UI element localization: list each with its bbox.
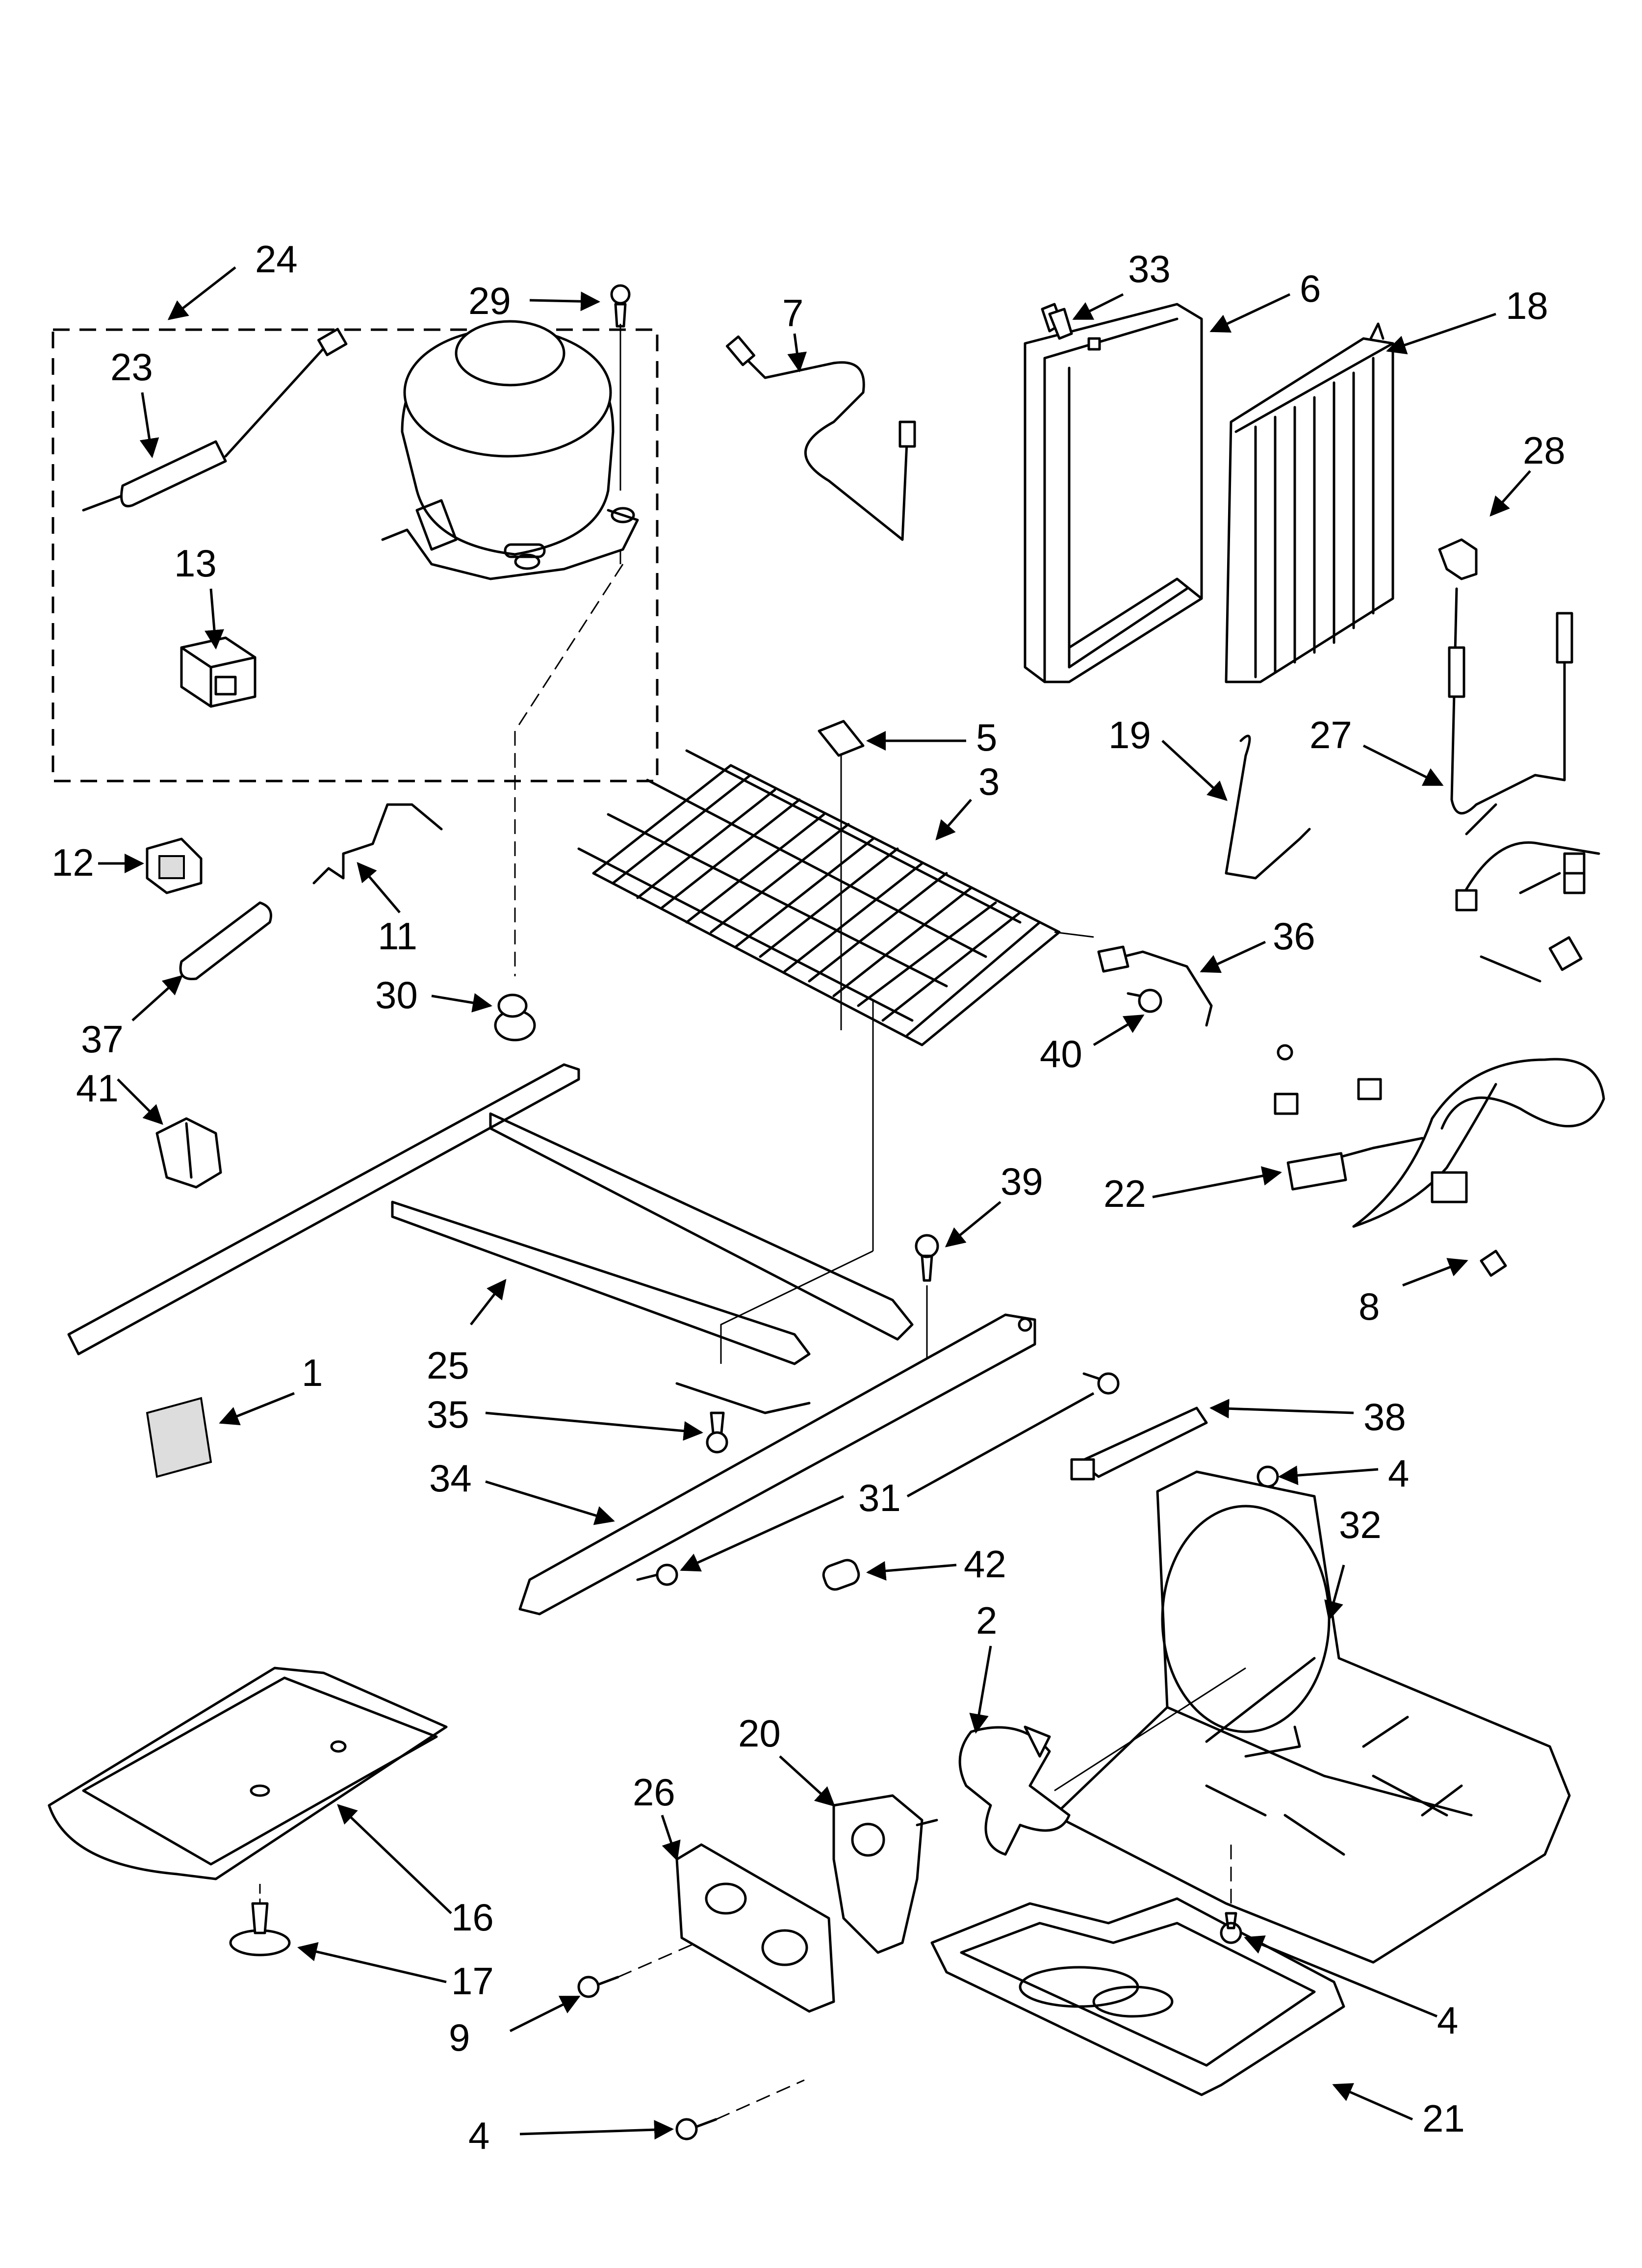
callout-34: 34: [429, 1457, 472, 1500]
callout-24: 24: [255, 237, 298, 281]
callout-19: 19: [1108, 713, 1151, 756]
callout-12: 12: [51, 841, 94, 884]
callout-2: 2: [976, 1599, 997, 1642]
callout-6: 6: [1300, 267, 1321, 310]
callout-27: 27: [1309, 713, 1352, 756]
callout-30: 30: [375, 973, 418, 1017]
callout-7: 7: [782, 291, 803, 335]
callout-31: 31: [858, 1476, 901, 1519]
callout-28: 28: [1523, 429, 1565, 472]
callout-4-right: 4: [1437, 1999, 1458, 2042]
callout-26: 26: [633, 1771, 675, 1814]
screw-29: [610, 284, 631, 328]
callout-18: 18: [1506, 284, 1548, 327]
callout-36: 36: [1273, 914, 1315, 958]
callout-17: 17: [451, 1959, 494, 2003]
fan-blade-2: [958, 1725, 1071, 1856]
callout-29: 29: [468, 279, 511, 322]
bracket-41: [155, 1117, 222, 1189]
evaporator-3: [577, 749, 1094, 1046]
clip-5: [818, 720, 865, 1030]
strip-34: [518, 1313, 1036, 1616]
fan-housing-32: [1053, 1470, 1571, 1964]
callout-21: 21: [1422, 2097, 1465, 2140]
tube-37: [179, 901, 272, 981]
callout-11: 11: [378, 914, 417, 958]
callout-33: 33: [1128, 247, 1171, 290]
foot-17: [229, 1884, 291, 1956]
base-rails-25: [67, 1001, 914, 1414]
callout-32: 32: [1339, 1503, 1382, 1546]
bracket-36: [1097, 945, 1213, 1027]
leader-arrows: [98, 266, 1531, 2140]
callout-41: 41: [76, 1067, 119, 1110]
callout-16: 16: [451, 1896, 494, 1939]
condenser-18: [1225, 322, 1394, 683]
callout-5: 5: [976, 716, 997, 759]
label-1: [146, 1397, 212, 1478]
screw-4-lower: [675, 2079, 805, 2140]
grommet-30: [494, 993, 536, 1042]
callout-9: 9: [449, 2016, 470, 2059]
compressor: [381, 320, 639, 580]
screw-4-right: [1220, 1845, 1242, 1944]
callout-35: 35: [427, 1393, 469, 1436]
callout-39: 39: [1001, 1160, 1043, 1203]
callout-20: 20: [738, 1712, 781, 1755]
callout-23: 23: [110, 345, 153, 389]
drier-27: [1448, 587, 1573, 815]
cap-12: [146, 837, 203, 894]
bracket-26: [675, 1843, 835, 2013]
screw-35: [706, 1411, 728, 1454]
relay-13: [180, 636, 257, 708]
screw-31-a: [636, 1564, 678, 1586]
screw-31-b: [1082, 1372, 1120, 1395]
wire-19: [1225, 734, 1311, 880]
wire-11: [312, 803, 443, 885]
callout-25: 25: [427, 1344, 469, 1387]
drain-pan-21: [930, 1897, 1345, 2096]
compressor-kit-box: [51, 328, 659, 782]
screw-8: [1480, 1250, 1507, 1277]
callout-22: 22: [1103, 1172, 1146, 1215]
screw-40: [1127, 989, 1162, 1013]
dash-line-compressor: [514, 564, 624, 976]
callout-40: 40: [1040, 1032, 1082, 1075]
callout-1: 1: [302, 1351, 323, 1394]
callout-38: 38: [1363, 1395, 1406, 1438]
screw-9: [577, 1942, 697, 1998]
callout-8: 8: [1359, 1285, 1380, 1328]
clip-28: [1438, 538, 1478, 580]
callout-4-lower: 4: [468, 2114, 489, 2157]
tube-7: [725, 335, 916, 541]
callout-37: 37: [81, 1017, 124, 1061]
tie-38: [1070, 1407, 1208, 1481]
cover-16: [48, 1667, 448, 1880]
wire-harness-22: [1274, 803, 1605, 1228]
plug-42: [822, 1559, 860, 1591]
callout-4-upper: 4: [1388, 1452, 1409, 1495]
condenser-shroud-6: [1024, 303, 1203, 683]
fan-motor-20: [832, 1794, 938, 1954]
callout-3: 3: [978, 760, 1000, 803]
clip-33: [1041, 303, 1073, 340]
overload-23: [82, 328, 348, 512]
callout-42: 42: [964, 1542, 1006, 1586]
callout-13: 13: [174, 542, 217, 585]
